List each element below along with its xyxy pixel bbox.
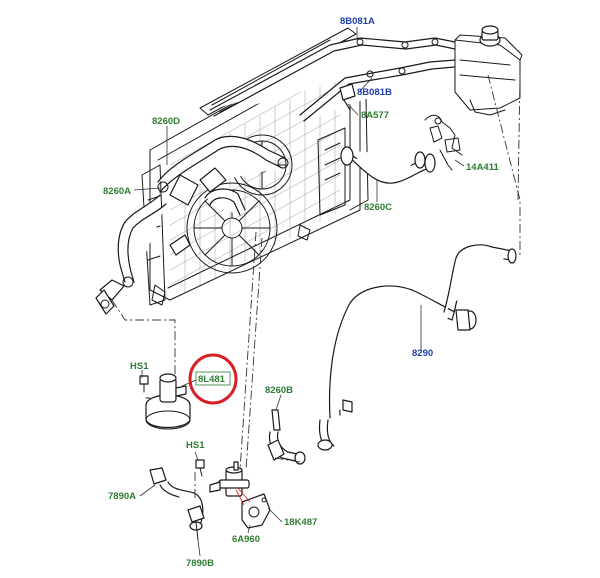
bolt-HS1-lower [195,459,205,477]
label-8260B: 8260B [265,385,293,396]
pipe-connector-red [235,487,251,506]
assembly-guide-lines [111,74,521,498]
label-8L481-box [195,371,231,386]
part-labels: 8B081A 8B081B 8A577 8260D 8260A 8260C 14… [103,16,499,569]
label-8B081A: 8B081A [340,16,375,27]
bracket-18K487 [241,493,271,529]
label-8290: 8290 [412,348,433,359]
label-7890A: 7890A [108,491,136,502]
label-14A411: 14A411 [466,162,499,173]
hose-7890B [187,505,205,541]
label-8L481: 8L481 [198,374,226,385]
bolt-HS1-upper [139,375,149,393]
highlighted-part-callout: 8L481 [181,353,238,405]
label-8260C: 8260C [364,202,392,213]
label-8260A: 8260A [103,186,131,197]
label-8260D: 8260D [152,116,180,127]
hose-8B081B [299,59,456,122]
label-HS1-lower: HS1 [186,440,205,451]
hose-8290 [317,244,517,451]
label-8A577: 8A577 [361,110,389,121]
label-8B081B: 8B081B [357,87,392,98]
radiator-assembly [141,27,369,306]
hose-8260A [95,194,191,315]
expansion-tank [454,25,523,116]
sensor-harness-14A411 [424,114,463,171]
hose-8260B [267,409,306,465]
label-6A960: 6A960 [232,534,260,545]
leader-lines [133,27,465,557]
label-HS1-upper: HS1 [130,361,149,372]
hose-8260D [157,135,289,216]
red-highlight-circle [188,353,238,405]
label-7890B: 7890B [186,558,214,569]
hose-8260C [340,146,436,184]
pump-8L481 [145,373,191,430]
label-18K487: 18K487 [284,517,317,528]
valve-6A960 [209,461,250,497]
clip-8A577 [339,83,356,111]
hose-8B081A [209,37,456,117]
